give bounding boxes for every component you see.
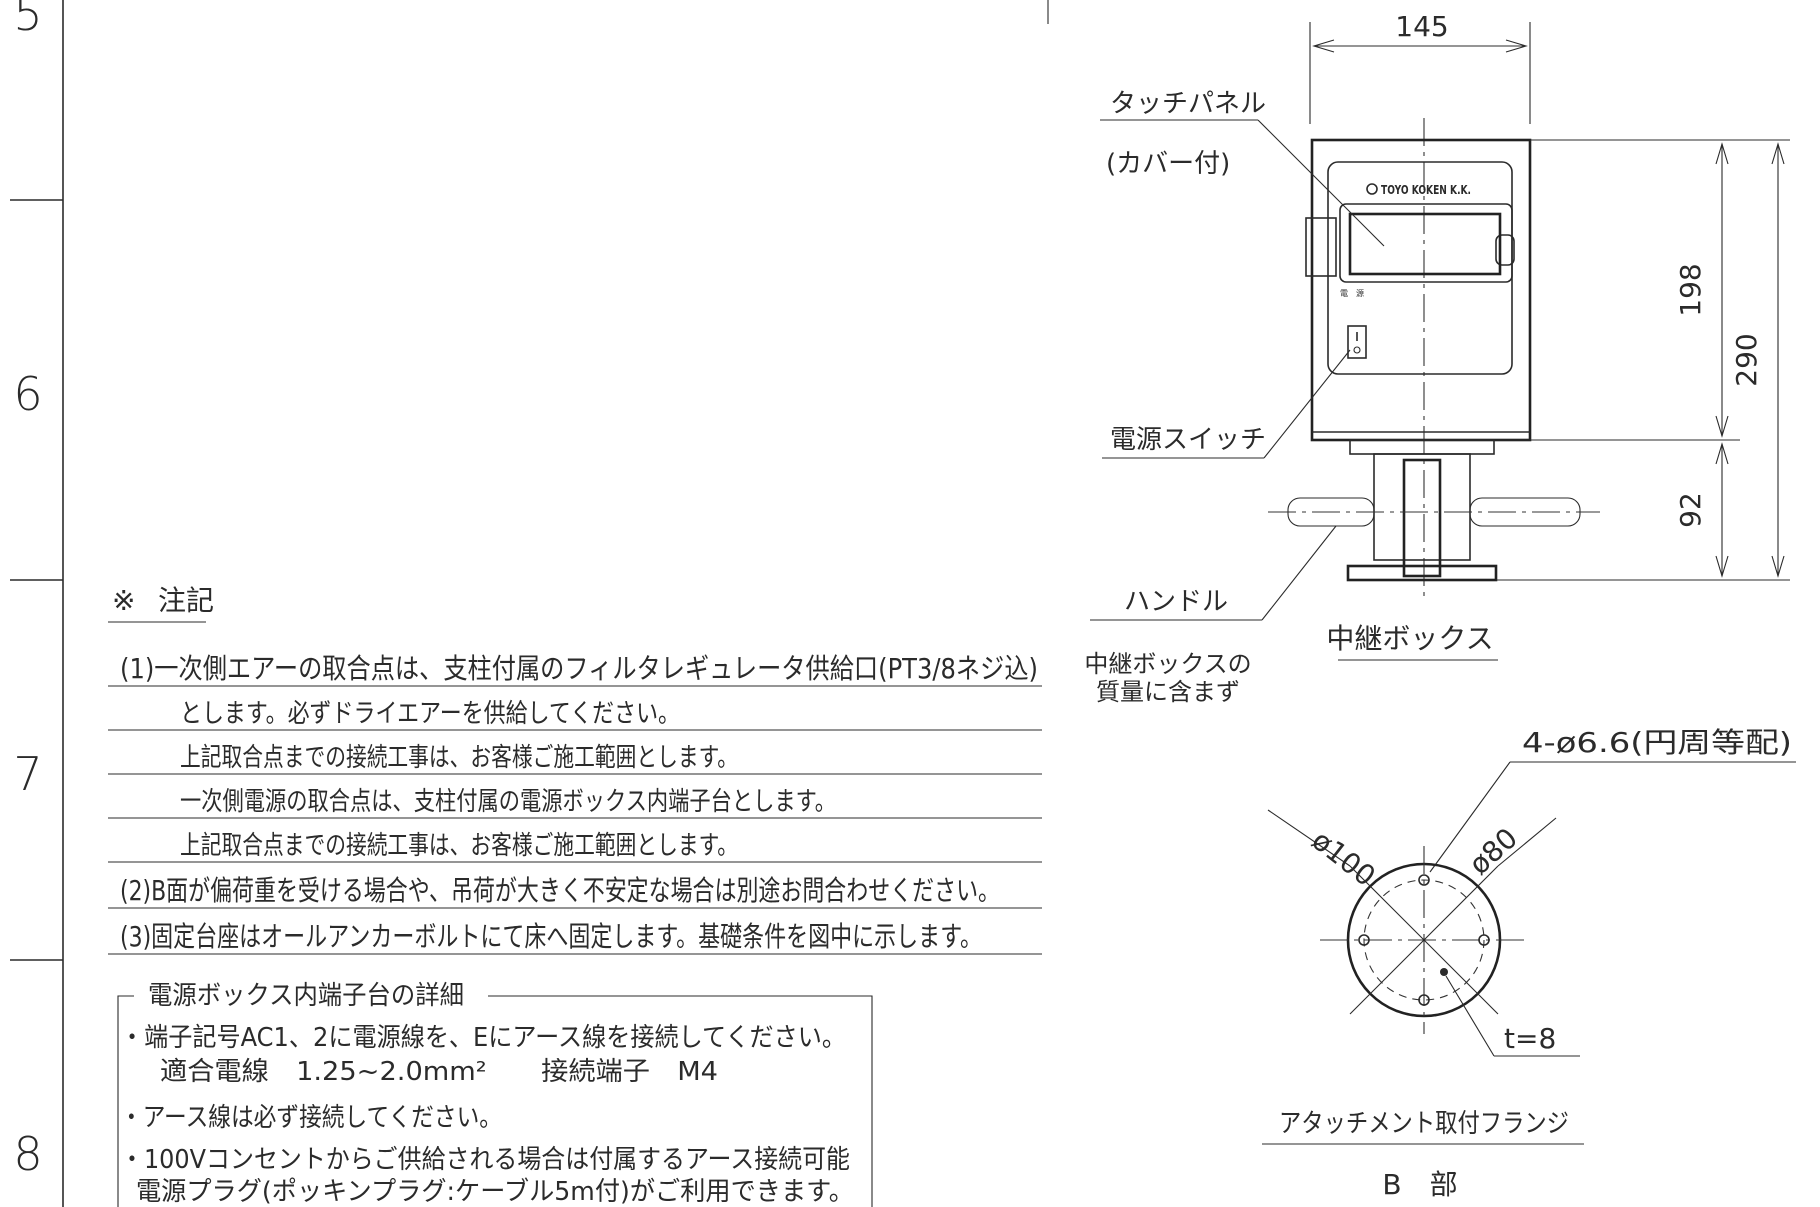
- note-line-2: とします。必ずドライエアーを供給してください。: [180, 699, 680, 729]
- bolt-hole-top: [1418, 874, 1430, 886]
- logo-text: TOYO KOKEN K.K.: [1381, 183, 1471, 197]
- dim-width-145: 145: [1395, 10, 1448, 43]
- touch-panel-label: タッチパネル: [1110, 89, 1266, 119]
- flange-caption: アタッチメント取付フランジ: [1279, 1109, 1569, 1139]
- logo-mark-icon: [1366, 183, 1378, 195]
- dim-height-92: 92: [1674, 492, 1707, 528]
- side-bracket-left: [1305, 217, 1337, 277]
- zone-number-7: 7: [13, 747, 42, 801]
- notes-section: ※ 注記 (1)一次側エアーの取合点は、支柱付属のフィルタレギュレータ供給口(P…: [108, 584, 1042, 955]
- flange-pcd-dia: ø80: [1463, 821, 1524, 881]
- note-line-6: (2)B面が偏荷重を受ける場合や、吊荷が大きく不安定な場合は別途お問合わせくださ…: [120, 874, 1000, 907]
- weight-note-line-2: 質量に含まず: [1096, 678, 1240, 706]
- terminal-line-3: ・アース線は必ず接続してください。: [120, 1103, 502, 1133]
- flange-marker-dot: [1440, 968, 1448, 976]
- relay-box-drawing: 145 TOYO KOKEN K.K. 電 源: [1084, 10, 1790, 706]
- side-knob-right: [1495, 234, 1515, 266]
- power-small-label: 電 源: [1340, 289, 1364, 298]
- touch-panel-cover: [1339, 203, 1513, 283]
- zone-number-8: 8: [13, 1127, 42, 1181]
- part-b-label: B 部: [1382, 1168, 1457, 1201]
- terminal-line-2: 適合電線 1.25~2.0mm² 接続端子 M4: [160, 1057, 718, 1087]
- terminal-line-5: 電源プラグ(ポッキンプラグ:ケーブル5m付)がご利用できます。: [136, 1177, 854, 1207]
- pedestal-post: [1402, 458, 1442, 578]
- pedestal-base: [1346, 564, 1498, 582]
- bolt-hole-right: [1478, 934, 1490, 946]
- dim-height-198: 198: [1674, 263, 1707, 316]
- handle-label: ハンドル: [1124, 587, 1228, 617]
- bolt-hole-left: [1358, 934, 1370, 946]
- touch-panel-sub-label: (カバー付): [1106, 149, 1230, 179]
- terminal-line-1: ・端子記号AC1、2に電源線を、Eにアース線を接続してください。: [120, 1023, 846, 1053]
- pedestal-top-flange: [1349, 439, 1495, 455]
- bolt-hole-bottom: [1418, 994, 1430, 1006]
- terminal-line-4: ・100Vコンセントからご供給される場合は付属するアース接続可能: [120, 1145, 850, 1175]
- terminal-box-detail: 電源ボックス内端子台の詳細 ・端子記号AC1、2に電源線を、Eにアース線を接続し…: [117, 981, 873, 1207]
- power-switch: [1347, 325, 1367, 359]
- flange-thickness: t=8: [1504, 1022, 1556, 1055]
- touch-panel-screen: [1348, 212, 1502, 276]
- terminal-box-title: 電源ボックス内端子台の詳細: [148, 981, 464, 1011]
- zone-number-6: 6: [13, 367, 42, 421]
- note-line-4: 一次側電源の取合点は、支柱付属の電源ボックス内端子台とします。: [180, 787, 836, 817]
- note-line-7: (3)固定台座はオールアンカーボルトにて床へ固定します。基礎条件を図中に示します…: [120, 920, 982, 953]
- notes-heading-mark: ※: [112, 584, 135, 617]
- note-line-3: 上記取合点までの接続工事は、お客様ご施工範囲とします。: [180, 743, 738, 773]
- weight-note-line-1: 中継ボックスの: [1084, 650, 1251, 678]
- zone-number-5: 5: [13, 0, 42, 41]
- flange-drawing: 4-ø6.6(円周等配) ø100 ø80 t=8 アタッチメント取付フランジ …: [1262, 726, 1796, 1201]
- notes-heading: 注記: [158, 584, 214, 617]
- flange-holes-label: 4-ø6.6(円周等配): [1522, 726, 1792, 759]
- pedestal-column: [1373, 453, 1471, 561]
- dim-height-290: 290: [1730, 333, 1763, 386]
- power-switch-label: 電源スイッチ: [1110, 425, 1266, 455]
- note-line-1: (1)一次側エアーの取合点は、支柱付属のフィルタレギュレータ供給口(PT3/8ネ…: [120, 652, 1038, 685]
- relay-box-caption: 中継ボックス: [1326, 622, 1493, 655]
- flange-outer-dia: ø100: [1306, 824, 1382, 893]
- note-line-5: 上記取合点までの接続工事は、お客様ご施工範囲とします。: [180, 831, 738, 861]
- zone-border: 5 6 7 8: [10, 0, 64, 1207]
